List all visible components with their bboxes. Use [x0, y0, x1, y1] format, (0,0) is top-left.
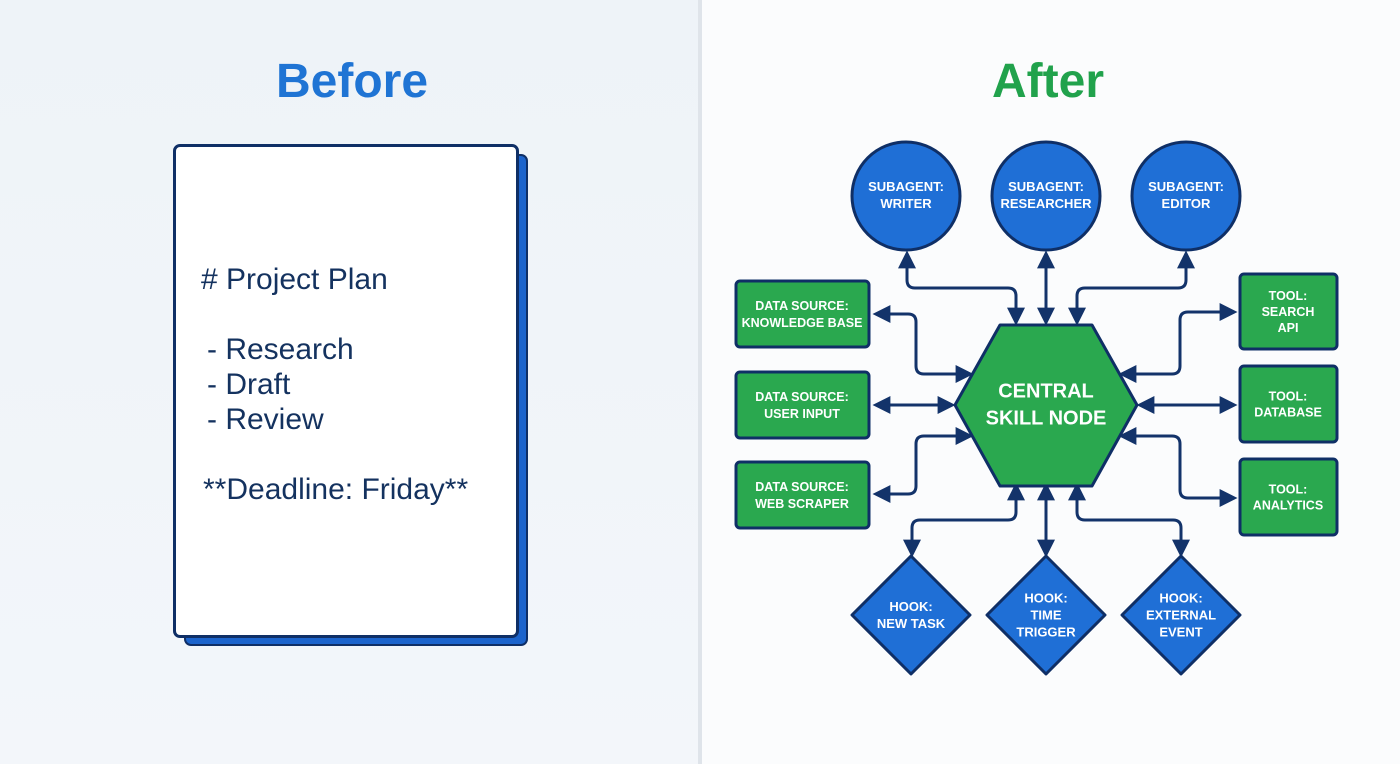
connector-knowledge-base [872, 305, 974, 383]
connectors [872, 250, 1238, 558]
subagent-node-label-line: WRITER [880, 196, 932, 211]
data-source-node: DATA SOURCE: WEB SCRAPER [734, 460, 871, 530]
subagent-node: SUBAGENT: WRITER [850, 140, 962, 252]
connector-web-scraper [872, 427, 974, 503]
hook-node: HOOK: EXTERNAL EVENT [1120, 554, 1242, 676]
subagent-node-label-line: RESEARCHER [1000, 196, 1092, 211]
subagent-node-label-line: SUBAGENT: [1148, 179, 1224, 194]
subagent-node-label-line: EDITOR [1162, 196, 1211, 211]
tool-node-label-line: DATABASE [1254, 405, 1322, 419]
connector-editor [1068, 250, 1195, 326]
central-skill-node-label-line: SKILL NODE [986, 408, 1107, 430]
hook-node-label-line: EVENT [1159, 625, 1202, 640]
tool-node: TOOL: ANALYTICS [1238, 457, 1339, 537]
hook-node-label-line: EXTERNAL [1146, 608, 1216, 623]
data-source-node-label-line: KNOWLEDGE BASE [742, 316, 863, 330]
tool-node-label-line: SEARCH [1262, 305, 1315, 319]
before-heading: Before [275, 55, 429, 108]
tool-node-label-line: ANALYTICS [1253, 498, 1323, 512]
hook-diamond-shape [985, 554, 1107, 676]
connector-analytics [1118, 427, 1238, 507]
tool-node-label-line: TOOL: [1269, 289, 1308, 303]
data-source-box-shape [734, 460, 871, 530]
data-source-node-label-line: USER INPUT [764, 407, 840, 421]
subagent-circle-shape [850, 140, 962, 252]
data-source-node: DATA SOURCE: USER INPUT [734, 370, 871, 440]
subagent-node-label-line: SUBAGENT: [868, 179, 944, 194]
tool-node-label-line: TOOL: [1269, 482, 1308, 496]
panel-divider [698, 0, 702, 764]
subagent-node: SUBAGENT: EDITOR [1130, 140, 1242, 252]
subagent-node: SUBAGENT: RESEARCHER [990, 140, 1102, 252]
hook-diamond-shape [1120, 554, 1242, 676]
data-source-node-label-line: DATA SOURCE: [755, 390, 849, 404]
central-hexagon-shape [953, 323, 1139, 488]
hook-node-label-line: HOOK: [1159, 591, 1202, 606]
document-item-review: - Review [207, 403, 324, 436]
document-item-research: - Research [207, 333, 354, 366]
subagent-node-label-line: SUBAGENT: [1008, 179, 1084, 194]
data-source-node-label-line: DATA SOURCE: [755, 299, 849, 313]
connector-writer [898, 250, 1025, 326]
central-skill-node-label-line: CENTRAL [998, 381, 1094, 403]
hook-node-label-line: HOOK: [1024, 591, 1067, 606]
tool-box-shape [1238, 457, 1339, 537]
document-title-line: # Project Plan [201, 263, 388, 296]
tool-node-label-line: TOOL: [1269, 389, 1308, 403]
connector-new-task [903, 482, 1025, 558]
data-source-box-shape [734, 370, 871, 440]
hook-node: HOOK: TIME TRIGGER [985, 554, 1107, 676]
tool-node: TOOL: DATABASE [1238, 364, 1339, 444]
document-item-draft: - Draft [207, 368, 291, 401]
tool-node: TOOL: SEARCH API [1238, 272, 1339, 351]
connector-search-api [1118, 303, 1238, 383]
connector-external-event [1068, 482, 1190, 558]
subagent-circle-shape [1130, 140, 1242, 252]
hook-node-label-line: NEW TASK [877, 616, 946, 631]
after-heading: After [991, 55, 1104, 108]
document-deadline-line: **Deadline: Friday** [203, 473, 469, 506]
data-source-node: DATA SOURCE: KNOWLEDGE BASE [734, 279, 871, 349]
tool-box-shape [1238, 364, 1339, 444]
data-source-node-label-line: DATA SOURCE: [755, 480, 849, 494]
hook-node-label-line: HOOK: [889, 599, 932, 614]
project-plan-document: # Project Plan - Research - Draft - Revi… [173, 144, 519, 638]
tool-box-shape [1238, 272, 1339, 351]
hook-diamond-shape [850, 554, 972, 676]
hook-node-label-line: TIME [1030, 608, 1061, 623]
hook-node: HOOK: NEW TASK [850, 554, 972, 676]
data-source-node-label-line: WEB SCRAPER [755, 497, 849, 511]
hook-node-label-line: TRIGGER [1016, 625, 1076, 640]
subagent-circle-shape [990, 140, 1102, 252]
data-source-box-shape [734, 279, 871, 349]
central-skill-node: CENTRAL SKILL NODE [953, 323, 1139, 488]
tool-node-label-line: API [1278, 321, 1299, 335]
